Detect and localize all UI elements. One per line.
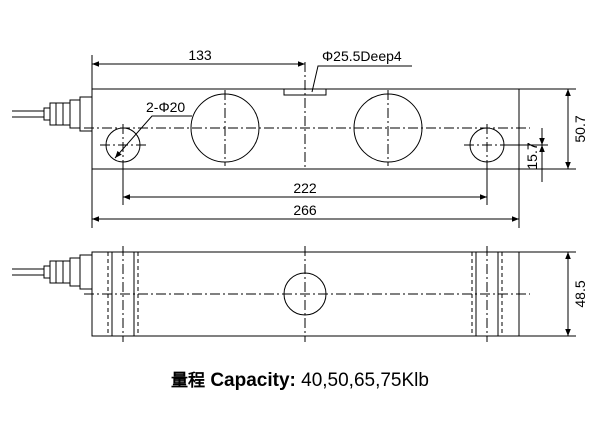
top-cable [12, 96, 93, 132]
leader-small-holes [114, 115, 192, 159]
caption-values: 40,50,65,75Klb [301, 370, 429, 391]
dim-222: 222 [293, 180, 317, 196]
leader-depth [311, 65, 412, 93]
dim-266: 266 [293, 202, 317, 218]
dim-157: 15.7 [524, 142, 540, 169]
caption-label: Capacity: [210, 370, 296, 391]
dim-485: 48.5 [572, 280, 588, 307]
top-view [12, 55, 576, 228]
dim-hole-depth: Φ25.5Deep4 [322, 48, 402, 64]
top-centerlines [84, 62, 530, 170]
capacity-caption: 量程 Capacity: 40,50,65,75Klb [0, 366, 600, 392]
caption-chinese: 量程 [171, 371, 206, 391]
dim-small-holes: 2-Φ20 [146, 99, 185, 115]
side-view [12, 246, 576, 342]
dim-133: 133 [188, 47, 212, 63]
side-centerlines [84, 246, 530, 342]
dim-507: 50.7 [572, 115, 588, 142]
side-cable [12, 254, 93, 290]
